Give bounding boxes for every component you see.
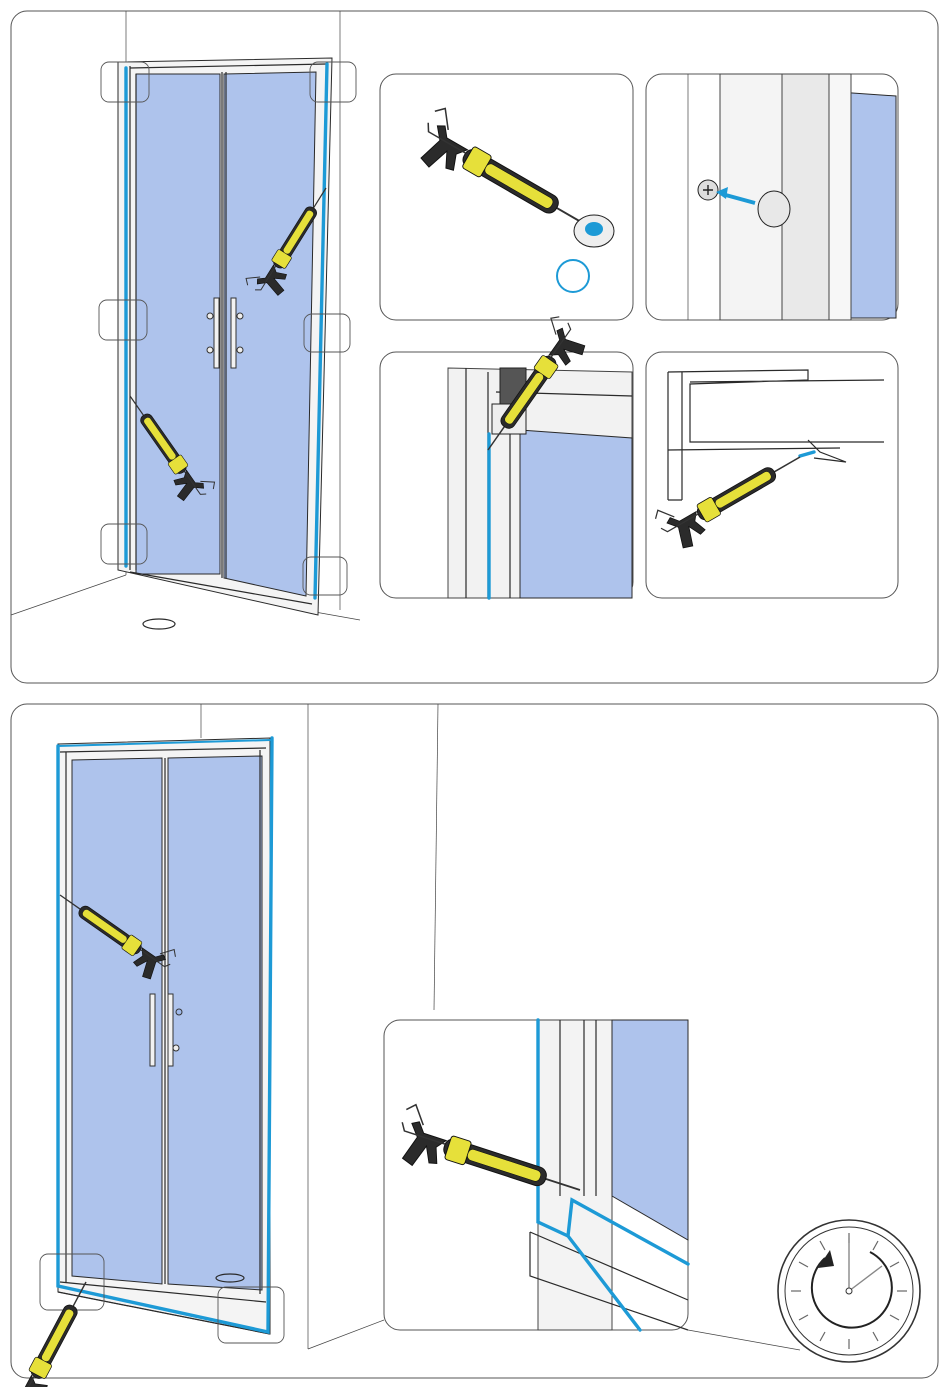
detail-screw-hole-seal bbox=[380, 74, 633, 320]
detail-profile-section bbox=[646, 352, 898, 598]
detail-top-corner bbox=[380, 313, 633, 598]
detail-wall-profile bbox=[384, 1020, 688, 1330]
screw-cap-icon bbox=[758, 191, 790, 227]
door-frame bbox=[118, 58, 332, 615]
detail-screw-cap bbox=[646, 74, 898, 320]
clock-icon bbox=[778, 1220, 920, 1362]
